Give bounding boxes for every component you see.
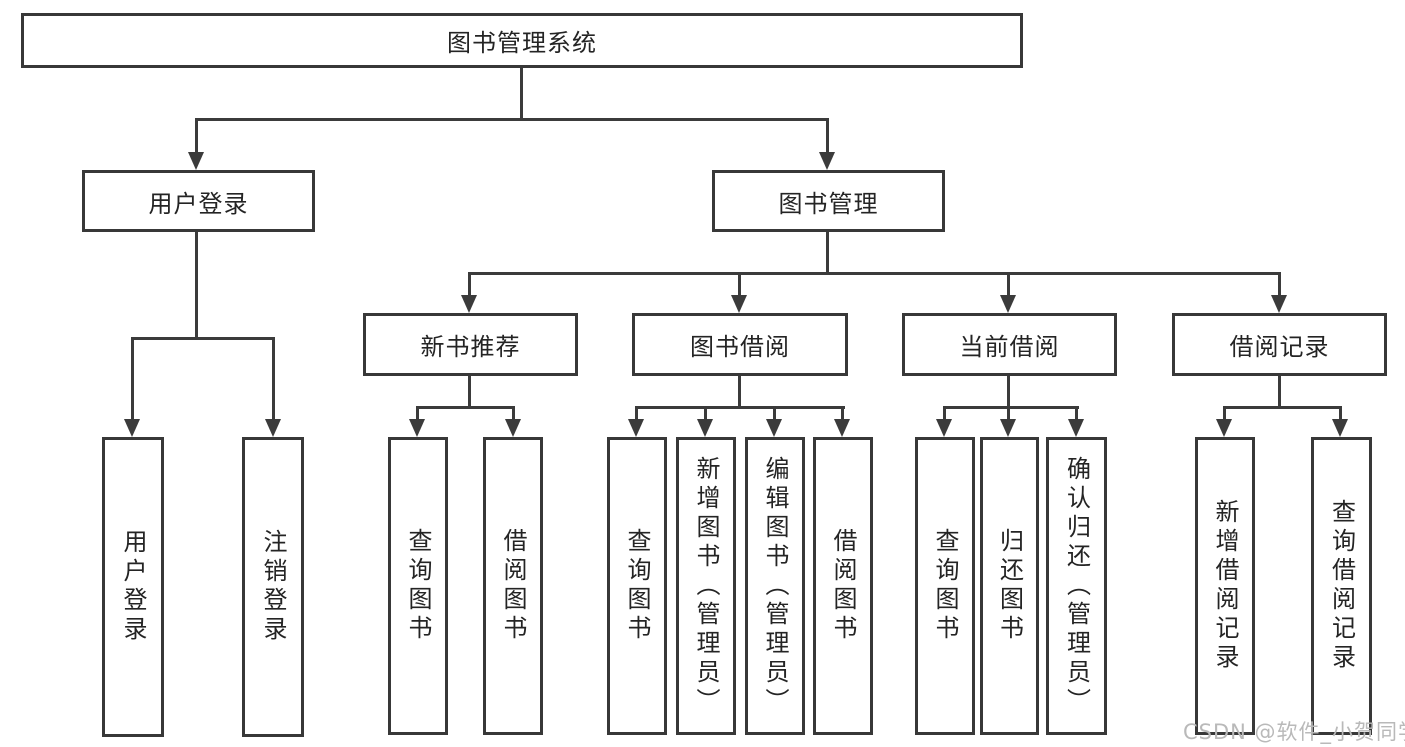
- node-borrow-record: 借阅记录: [1172, 313, 1387, 376]
- arrowhead-icon: [1000, 295, 1016, 313]
- connector-stem: [826, 232, 829, 273]
- connector-drop: [1007, 272, 1010, 299]
- connector-drop: [738, 272, 741, 299]
- connector-drop: [773, 406, 776, 421]
- connector-stem: [1007, 376, 1010, 407]
- node-book-mgmt: 图书管理: [712, 170, 945, 232]
- leaf-borrow-book: 借阅图书: [813, 437, 873, 735]
- node-user-login: 用户登录: [82, 170, 315, 232]
- leaf-current-query-book: 查询图书: [915, 437, 975, 735]
- arrowhead-icon: [1216, 419, 1232, 437]
- arrowhead-icon: [124, 419, 140, 437]
- connector-rail: [416, 406, 515, 409]
- arrowhead-icon: [697, 419, 713, 437]
- arrowhead-icon: [461, 295, 477, 313]
- connector-drop: [704, 406, 707, 421]
- connector-drop: [635, 406, 638, 421]
- leaf-add-borrow-record: 新增借阅记录: [1195, 437, 1255, 735]
- leaf-return-book: 归还图书: [980, 437, 1039, 735]
- connector-drop: [1339, 406, 1342, 421]
- node-book-borrow: 图书借阅: [632, 313, 848, 376]
- connector-l2-rail: [195, 118, 829, 121]
- connector-drop: [195, 118, 198, 154]
- connector-drop: [1223, 406, 1226, 421]
- leaf-recommend-borrow-book: 借阅图书: [483, 437, 543, 735]
- watermark: CSDN @软件_小贺同学: [1183, 720, 1405, 744]
- leaf-query-borrow-record: 查询借阅记录: [1311, 437, 1372, 735]
- arrowhead-icon: [834, 419, 850, 437]
- node-new-book-recommend: 新书推荐: [363, 313, 578, 376]
- connector-drop: [272, 337, 275, 421]
- arrowhead-icon: [936, 419, 952, 437]
- connector-rail: [943, 406, 1079, 409]
- arrowhead-icon: [1271, 295, 1287, 313]
- connector-drop: [1075, 406, 1078, 421]
- connector-rail: [635, 406, 845, 409]
- connector-stem: [1278, 376, 1281, 407]
- arrowhead-icon: [819, 152, 835, 170]
- connector-drop: [131, 337, 134, 421]
- arrowhead-icon: [1000, 419, 1016, 437]
- leaf-recommend-query-book: 查询图书: [388, 437, 448, 735]
- connector-drop: [468, 272, 471, 299]
- connector-drop: [1007, 406, 1010, 421]
- leaf-edit-book-admin: 编辑图书（管理员）: [745, 437, 805, 735]
- leaf-logout: 注销登录: [242, 437, 304, 737]
- node-current-borrow: 当前借阅: [902, 313, 1117, 376]
- connector-drop: [841, 406, 844, 421]
- connector-drop: [826, 118, 829, 154]
- connector-stem: [195, 232, 198, 337]
- arrowhead-icon: [1332, 419, 1348, 437]
- connector-stem: [738, 376, 741, 407]
- arrowhead-icon: [766, 419, 782, 437]
- connector-rail: [131, 337, 275, 340]
- leaf-user-login: 用户登录: [102, 437, 164, 737]
- connector-rail: [1223, 406, 1342, 409]
- leaf-confirm-return-admin: 确认归还（管理员）: [1046, 437, 1107, 735]
- connector-drop: [512, 406, 515, 421]
- arrowhead-icon: [188, 152, 204, 170]
- arrowhead-icon: [265, 419, 281, 437]
- connector-drop: [943, 406, 946, 421]
- arrowhead-icon: [409, 419, 425, 437]
- connector-root-stem: [520, 68, 523, 118]
- node-root: 图书管理系统: [21, 13, 1023, 68]
- connector-stem: [468, 376, 471, 407]
- connector-l3-rail: [468, 272, 1281, 275]
- leaf-add-book-admin: 新增图书（管理员）: [676, 437, 736, 735]
- connector-drop: [1278, 272, 1281, 299]
- leaf-borrow-query-book: 查询图书: [607, 437, 667, 735]
- arrowhead-icon: [628, 419, 644, 437]
- arrowhead-icon: [505, 419, 521, 437]
- connector-drop: [416, 406, 419, 421]
- arrowhead-icon: [731, 295, 747, 313]
- arrowhead-icon: [1068, 419, 1084, 437]
